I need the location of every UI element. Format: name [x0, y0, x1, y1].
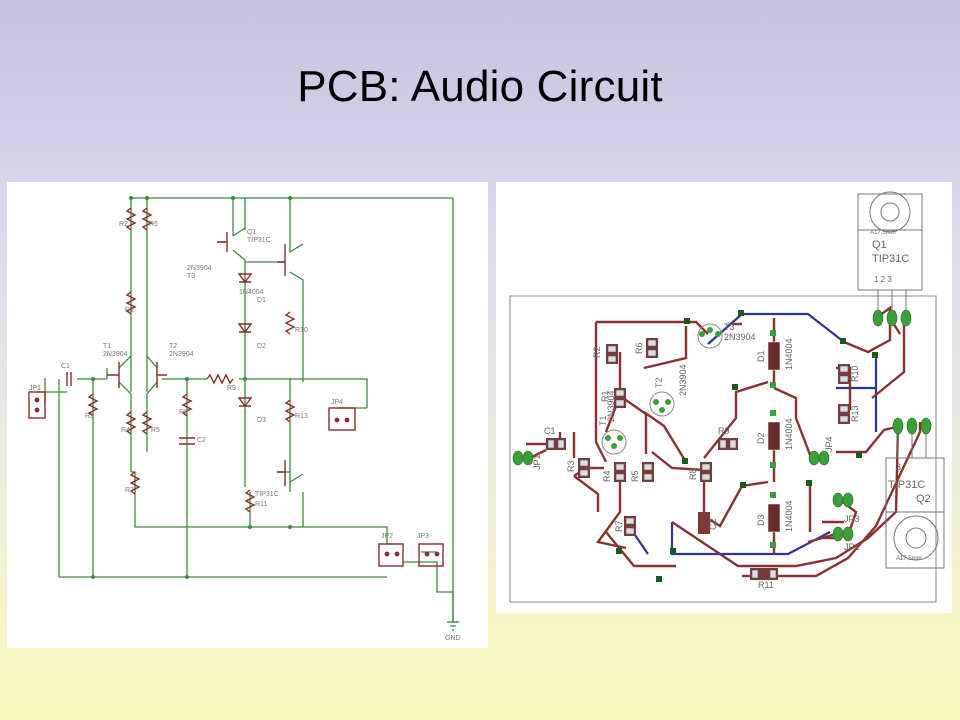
schematic-diagram: JP1 C1 R1 R2 R3 R4 R5 R6 R7 R8 R9 R10 R1…	[28, 196, 461, 642]
svg-text:T3: T3	[724, 322, 735, 332]
svg-text:T1: T1	[103, 343, 111, 350]
svg-text:2N3904: 2N3904	[678, 364, 688, 396]
svg-text:A17,5mm: A17,5mm	[870, 230, 896, 236]
svg-text:JP1: JP1	[29, 385, 41, 392]
pcb-layout: R2 R6 R1 R3 R4 R5 R8 R7 R9 R10 R13 R11 C…	[509, 191, 945, 603]
svg-text:R5: R5	[151, 427, 160, 434]
pcb-labels: R2 R6 R1 R3 R4 R5 R8 R7 R9 R10 R13 R11 C…	[532, 230, 931, 590]
svg-text:R13: R13	[295, 413, 308, 420]
svg-text:R3: R3	[85, 413, 94, 420]
svg-text:TIP31C: TIP31C	[888, 479, 925, 491]
ground-symbol	[447, 621, 459, 631]
svg-text:1 2 3: 1 2 3	[874, 275, 892, 284]
bottom-traces	[625, 312, 878, 556]
svg-text:R13: R13	[850, 405, 860, 422]
svg-text:JP1: JP1	[532, 454, 542, 470]
svg-text:R10: R10	[850, 365, 860, 382]
svg-text:R4: R4	[121, 427, 130, 434]
svg-text:R8: R8	[179, 409, 188, 416]
svg-text:JP4: JP4	[824, 436, 834, 452]
svg-text:R2: R2	[119, 221, 128, 228]
svg-text:R6: R6	[634, 342, 644, 354]
pcb-panel: R2 R6 R1 R3 R4 R5 R8 R7 R9 R10 R13 R11 C…	[496, 182, 952, 613]
schematic-parts	[28, 207, 444, 567]
svg-text:T2: T2	[169, 343, 177, 350]
svg-text:A17,5mm: A17,5mm	[896, 556, 922, 562]
header-pins	[34, 397, 440, 557]
svg-text:R8: R8	[688, 468, 698, 480]
schematic-labels: JP1 C1 R1 R2 R3 R4 R5 R6 R7 R8 R9 R10 R1…	[29, 221, 461, 642]
junctions	[91, 196, 292, 579]
svg-text:Q1: Q1	[872, 239, 887, 251]
pcb-components	[512, 191, 945, 582]
svg-text:R7: R7	[614, 520, 624, 532]
svg-text:D2: D2	[257, 343, 266, 350]
board-outline	[509, 295, 937, 603]
svg-text:T3: T3	[187, 273, 195, 280]
svg-text:R11: R11	[255, 501, 267, 508]
svg-text:T2: T2	[654, 377, 664, 388]
svg-text:R11: R11	[758, 580, 774, 590]
svg-text:JP4: JP4	[331, 399, 343, 406]
svg-text:R6: R6	[149, 221, 158, 228]
svg-text:D2: D2	[756, 432, 766, 444]
svg-text:C2: C2	[708, 518, 718, 530]
svg-text:1N4004: 1N4004	[784, 418, 794, 450]
svg-text:R7: R7	[125, 487, 134, 494]
svg-text:JP2: JP2	[844, 542, 860, 552]
svg-text:C1: C1	[61, 363, 70, 370]
svg-text:JP2: JP2	[381, 533, 393, 540]
svg-text:TIP31C: TIP31C	[255, 491, 279, 498]
svg-text:2N3904: 2N3904	[724, 332, 756, 342]
svg-text:JP3: JP3	[844, 514, 860, 524]
svg-text:1N4004: 1N4004	[784, 500, 794, 532]
svg-text:2N3904: 2N3904	[187, 265, 212, 272]
svg-text:D3: D3	[257, 417, 266, 424]
svg-text:GND: GND	[445, 635, 461, 642]
svg-text:R5: R5	[630, 470, 640, 482]
svg-text:C1: C1	[544, 426, 556, 436]
svg-text:R1: R1	[600, 390, 610, 402]
svg-text:2N3904: 2N3904	[169, 351, 194, 358]
svg-text:D1: D1	[756, 350, 766, 362]
svg-text:JP3: JP3	[417, 533, 429, 540]
slide-title: PCB: Audio Circuit	[297, 62, 663, 111]
svg-text:3: 3	[896, 462, 901, 472]
svg-text:D1: D1	[257, 297, 266, 304]
svg-text:2N3904: 2N3904	[606, 390, 616, 422]
svg-text:R3: R3	[566, 460, 576, 472]
svg-text:TIP31C: TIP31C	[247, 237, 271, 244]
svg-text:Q2: Q2	[916, 493, 931, 505]
svg-text:D3: D3	[756, 514, 766, 526]
svg-text:C2: C2	[197, 437, 206, 444]
svg-text:T1: T1	[598, 415, 608, 426]
svg-text:Q1: Q1	[247, 229, 256, 236]
svg-text:R4: R4	[602, 470, 612, 482]
svg-text:R10: R10	[295, 327, 308, 334]
schematic-panel: JP1 C1 R1 R2 R3 R4 R5 R6 R7 R8 R9 R10 R1…	[7, 182, 488, 648]
svg-text:R9: R9	[718, 426, 730, 436]
svg-text:R1: R1	[125, 307, 134, 314]
svg-text:TIP31C: TIP31C	[872, 253, 909, 265]
schematic-wires	[37, 197, 459, 623]
svg-text:2N3904: 2N3904	[103, 351, 128, 358]
svg-text:R2: R2	[592, 346, 602, 358]
svg-text:1N4004: 1N4004	[784, 338, 794, 370]
svg-text:1N4004: 1N4004	[239, 289, 264, 296]
svg-text:R9: R9	[227, 385, 236, 392]
